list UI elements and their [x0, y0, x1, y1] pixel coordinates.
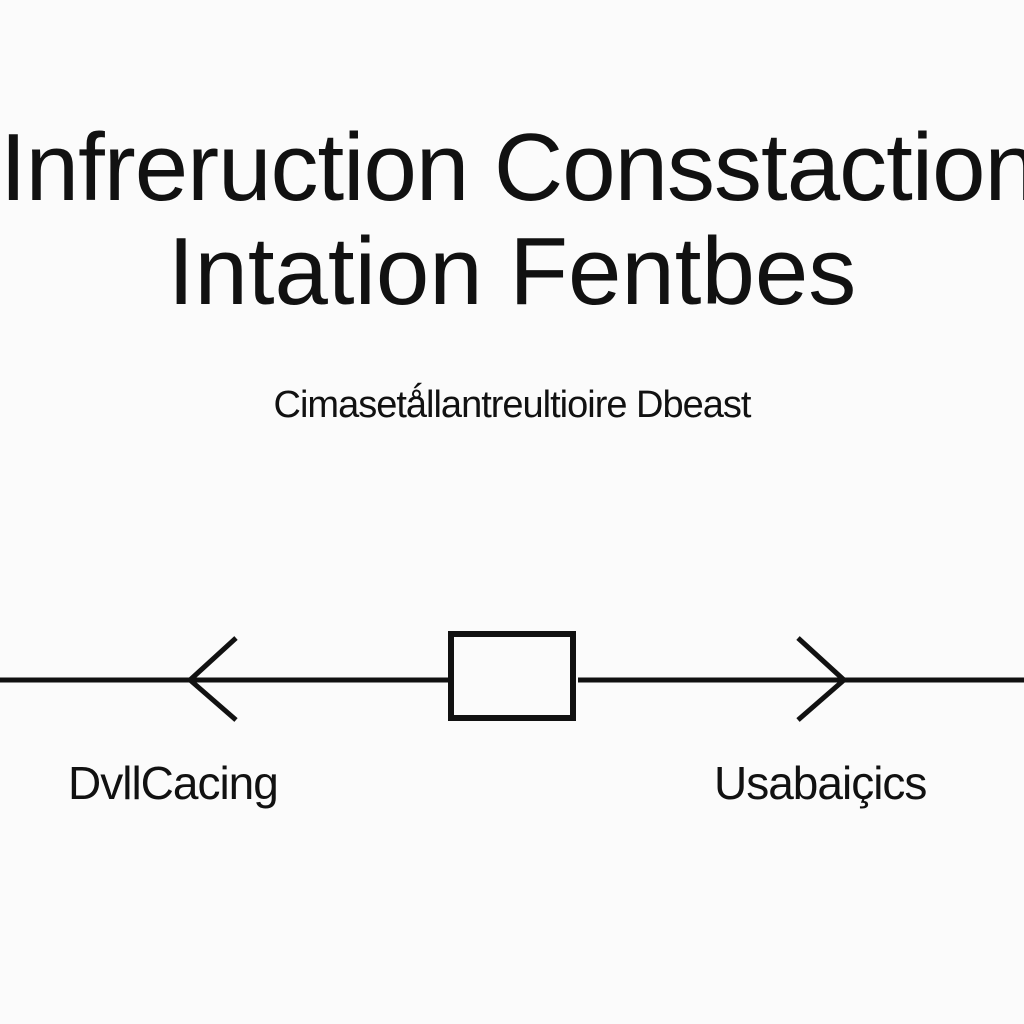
- title-line-2: Intation Fentbes: [167, 218, 857, 325]
- left-node-label: DvllCacing: [68, 757, 279, 809]
- flow-diagram: [0, 631, 1024, 722]
- subtitle: Cimasetǻllantreultioire Dbeast: [273, 384, 752, 426]
- right-node-label: Usabaiçics: [714, 757, 927, 809]
- title-line-1: Infreruction Consstaction: [0, 114, 1024, 221]
- right-arrow-icon: [796, 636, 848, 722]
- center-node-box[interactable]: [448, 631, 576, 721]
- left-arrow-icon: [186, 636, 238, 722]
